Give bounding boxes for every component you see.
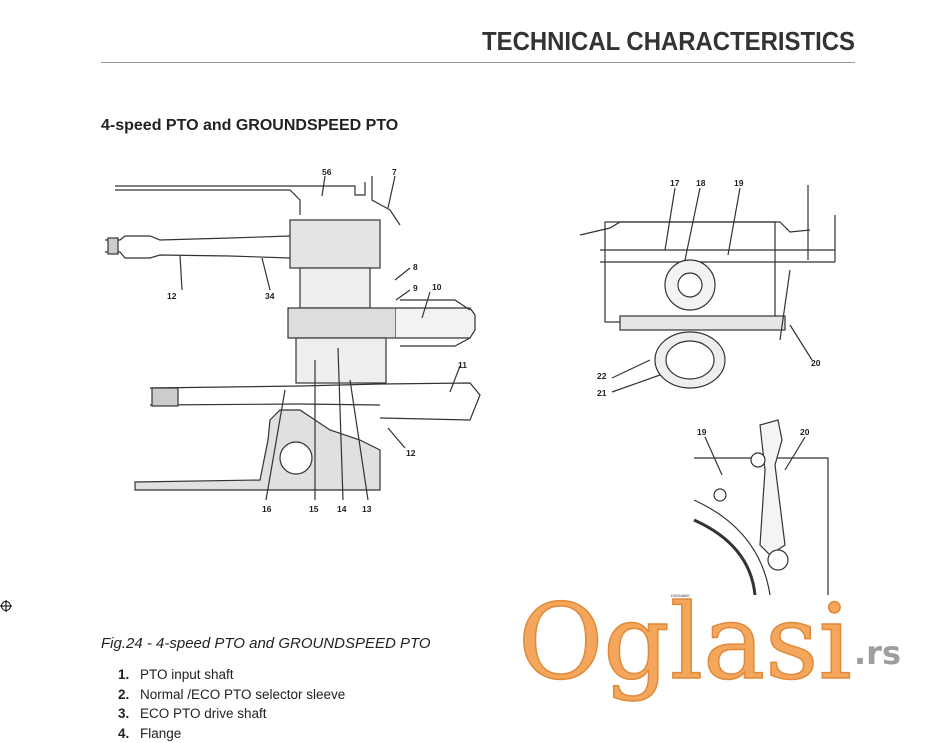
callout-18: 18 [696,178,706,188]
registration-mark-icon [0,600,12,612]
callout-19-detail: 19 [697,427,707,437]
legend-number: 2. [118,685,140,705]
callout-16: 16 [262,504,272,514]
callout-21: 21 [597,388,607,398]
legend-text: Flange [140,726,181,741]
callout-7: 7 [392,167,397,177]
legend-text: ECO PTO drive shaft [140,706,267,721]
figure-caption: Fig.24 - 4-speed PTO and GROUNDSPEED PTO [101,635,431,652]
callout-22: 22 [597,371,607,381]
legend-number: 3. [118,704,140,724]
callout-56: 56 [322,167,332,177]
legend-item: 2.Normal /ECO PTO selector sleeve [118,685,345,705]
legend-text: PTO input shaft [140,667,234,682]
watermark-suffix: .rs [854,634,901,672]
legend-item: 1.PTO input shaft [118,665,345,685]
legend-number: 4. [118,724,140,743]
callout-12-right: 12 [406,448,416,458]
callout-14: 14 [337,504,347,514]
watermark-text: Oglasi [518,590,852,703]
legend-number: 1. [118,665,140,685]
callout-11: 11 [458,360,467,370]
legend-item: 3.ECO PTO drive shaft [118,704,345,724]
callout-19: 19 [734,178,744,188]
callout-15: 15 [309,504,319,514]
oglasi-watermark-logo: Oglasi .rs [518,590,938,710]
callout-17: 17 [670,178,680,188]
callout-9: 9 [413,283,418,293]
legend-text: Normal /ECO PTO selector sleeve [140,687,345,702]
legend-item: 4.Flange [118,724,345,743]
callout-8: 8 [413,262,418,272]
parts-legend: 1.PTO input shaft 2.Normal /ECO PTO sele… [118,665,345,743]
callout-20: 20 [811,358,821,368]
callout-20-detail: 20 [800,427,810,437]
callout-10: 10 [432,282,442,292]
callout-12-left: 12 [167,291,177,301]
callout-34: 34 [265,291,275,301]
callout-13: 13 [362,504,372,514]
